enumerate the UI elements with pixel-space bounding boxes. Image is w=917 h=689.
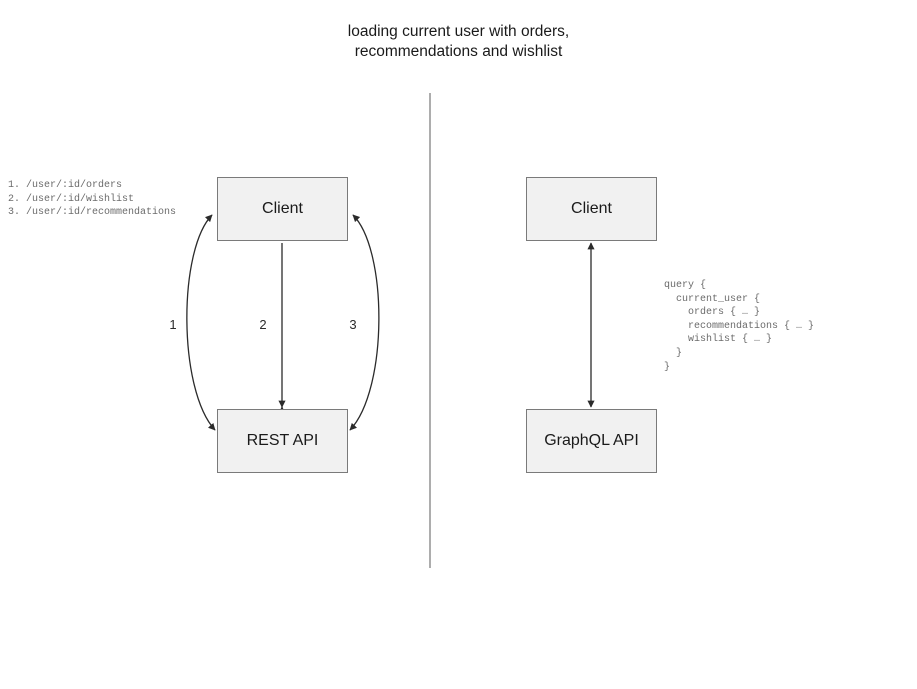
page-title: loading current user with orders, recomm…: [347, 23, 570, 60]
node-client-graphql[interactable]: Client: [526, 177, 657, 241]
edge-label-3: 3: [349, 317, 357, 332]
rest-endpoints-list: 1. /user/:id/orders 2. /user/:id/wishlis…: [8, 180, 177, 219]
node-client-rest[interactable]: Client: [217, 177, 348, 241]
edge-rest-1: [186, 214, 216, 431]
edge-rest-3: [349, 214, 380, 431]
edge-label-2: 2: [259, 317, 267, 332]
node-label: REST API: [246, 432, 319, 449]
node-rest-api[interactable]: REST API: [217, 409, 348, 473]
graphql-query-snippet: query { current_user { orders { … } reco…: [664, 280, 815, 373]
node-label: GraphQL API: [544, 432, 639, 449]
node-graphql-api[interactable]: GraphQL API: [526, 409, 657, 473]
node-label: Client: [571, 200, 612, 217]
node-label: Client: [262, 200, 303, 217]
edge-label-1: 1: [169, 317, 177, 332]
